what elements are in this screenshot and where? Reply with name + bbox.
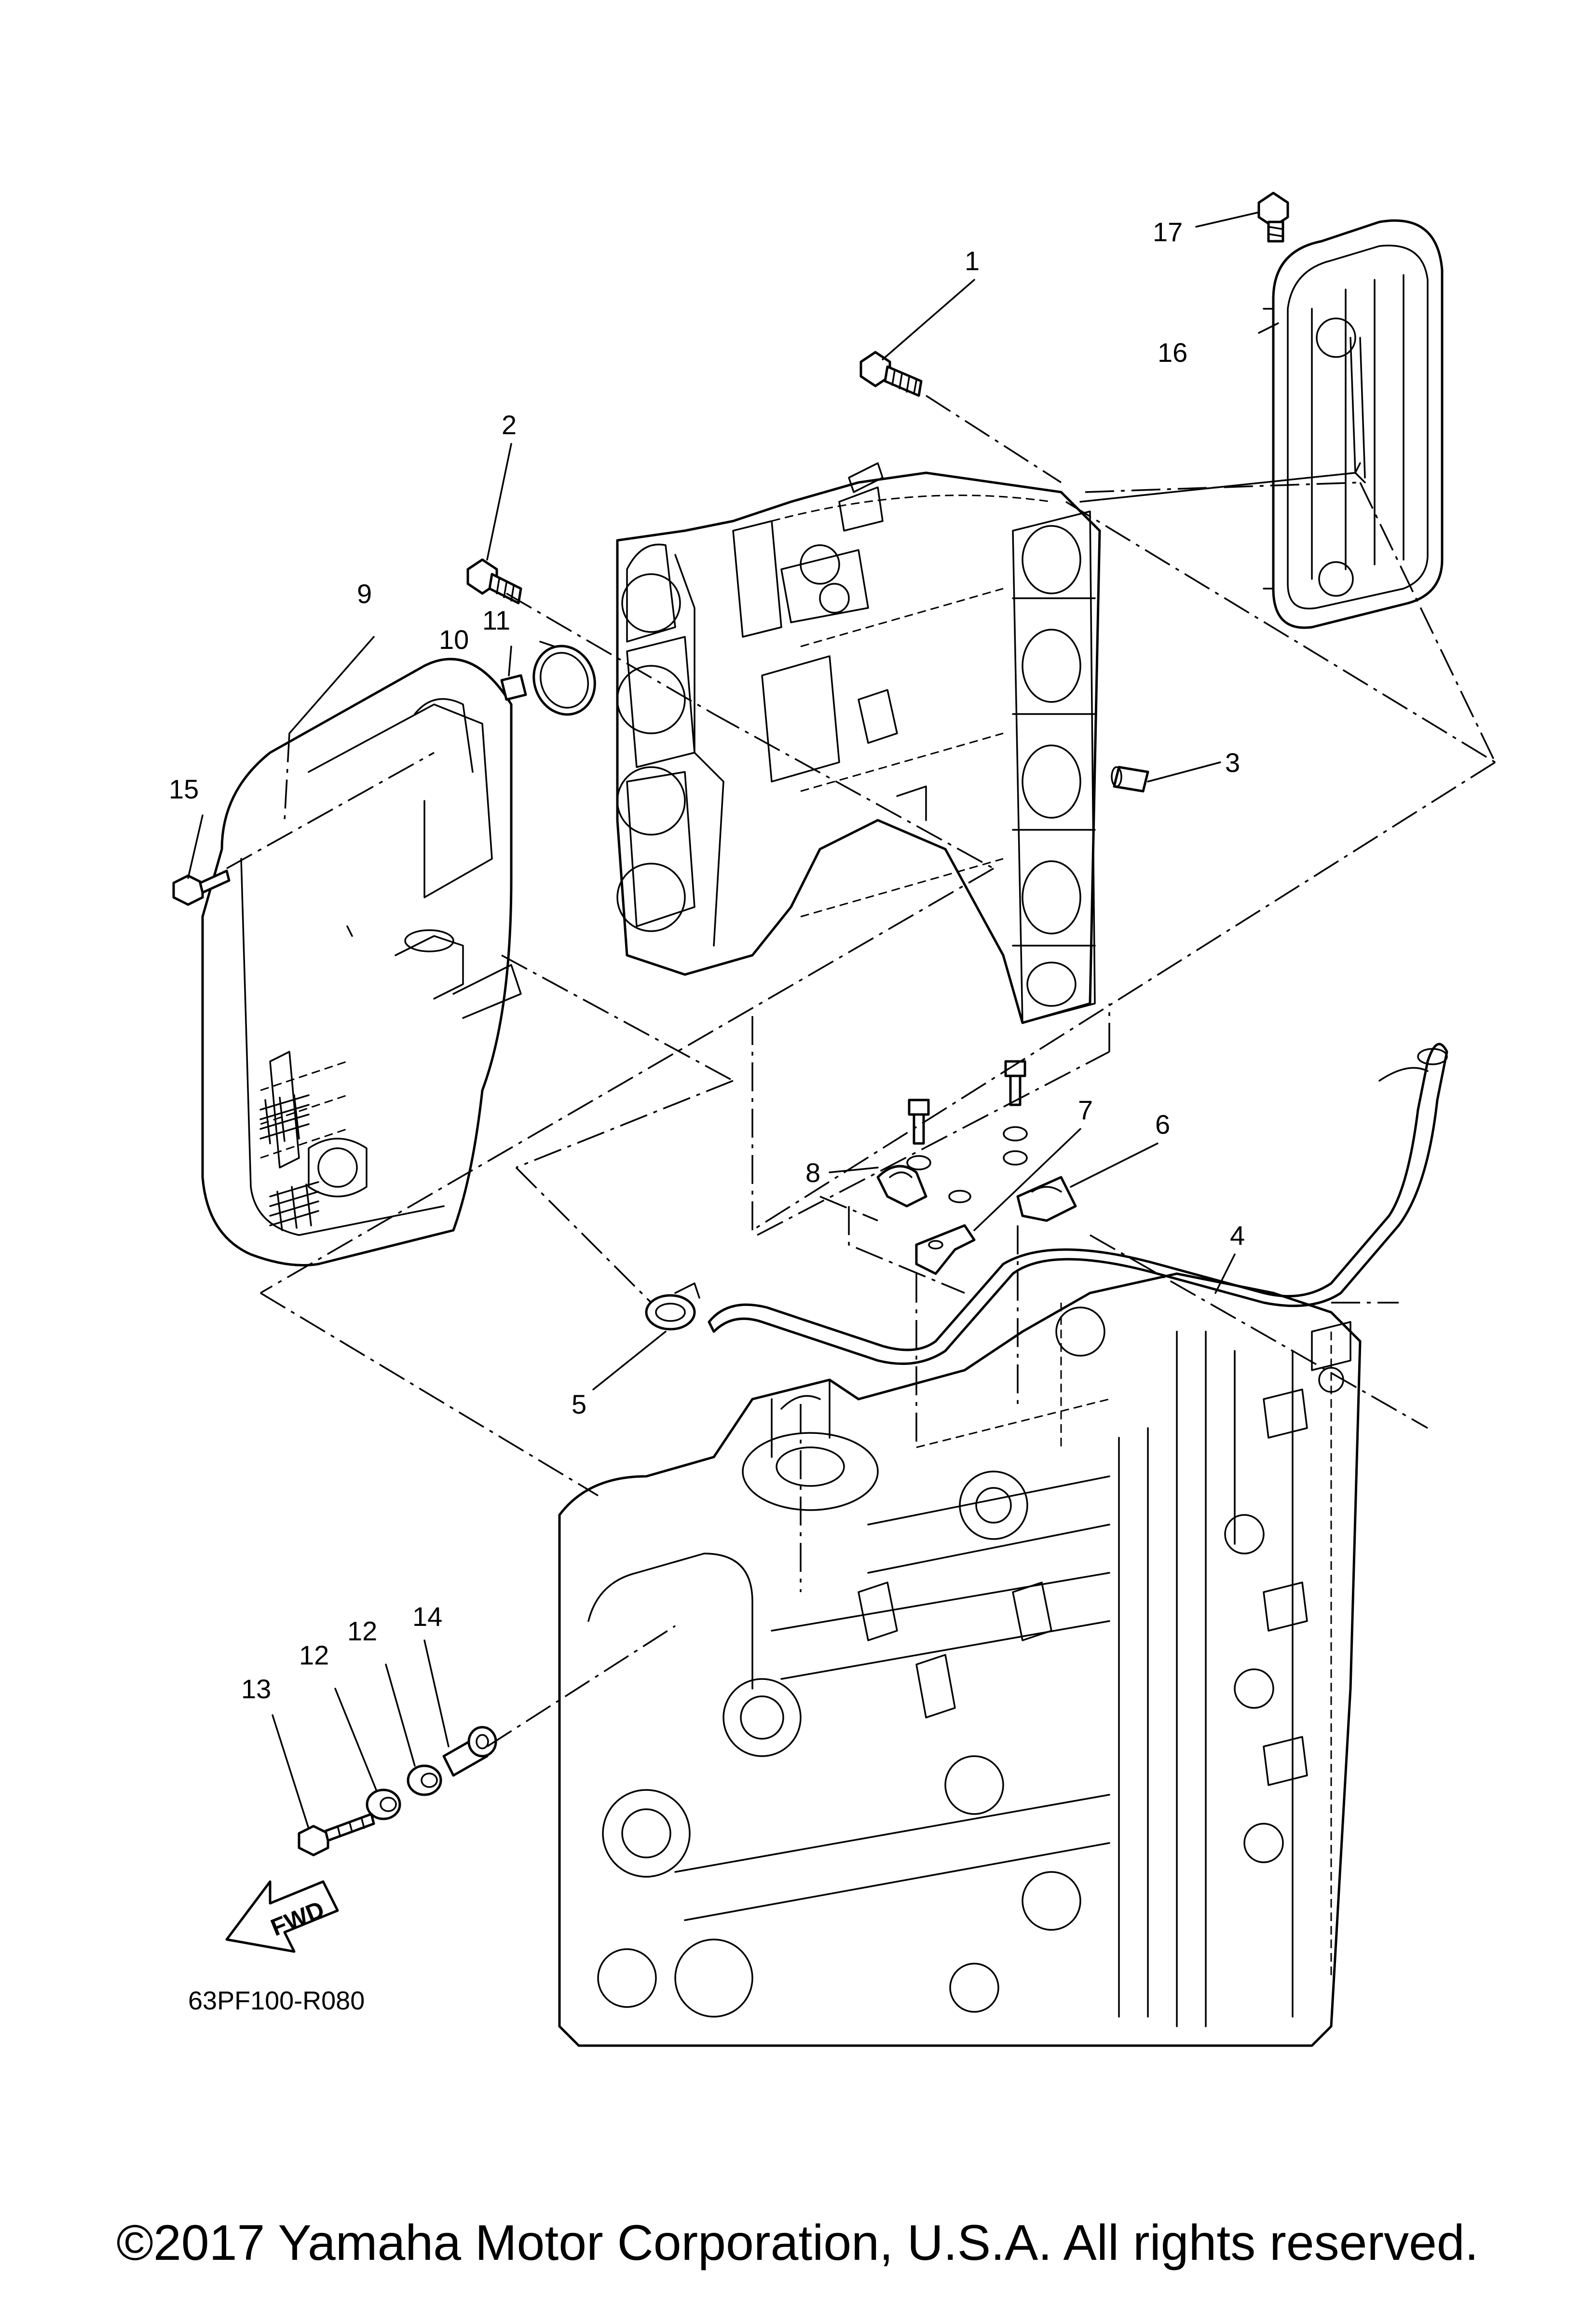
bolt-13 — [298, 1813, 375, 1856]
callout-17: 17 — [1153, 217, 1183, 247]
hose-clamp-5 — [645, 1282, 700, 1331]
callout-12a: 12 — [299, 1640, 329, 1670]
bracket-7 — [915, 1224, 976, 1275]
hose — [708, 1043, 1448, 1365]
callout-6: 6 — [1155, 1109, 1170, 1140]
callout-7: 7 — [1078, 1095, 1093, 1125]
diagram-code: 63PF100-R080 — [188, 1986, 365, 2015]
callout-11: 11 — [482, 605, 510, 635]
bolt-2 — [466, 558, 522, 605]
bolt-1 — [859, 351, 923, 397]
callout-13: 13 — [241, 1674, 271, 1704]
callout-1: 1 — [965, 246, 980, 276]
callout-3: 3 — [1225, 747, 1240, 778]
dowel-pin-3 — [1111, 766, 1149, 793]
bolt-15 — [172, 869, 231, 906]
callout-labels: 1 2 3 4 5 6 7 8 9 10 11 12 12 13 14 15 1… — [169, 217, 1245, 1704]
cylinder-block — [558, 1272, 1362, 2047]
callout-5: 5 — [572, 1389, 586, 1419]
forward-arrow-icon: FWD — [225, 1880, 339, 1953]
callout-2: 2 — [502, 410, 517, 440]
callout-9: 9 — [357, 578, 372, 609]
intake-silencer — [201, 658, 522, 1266]
intake-manifold — [616, 462, 1101, 1024]
bolt-17 — [1257, 192, 1289, 243]
callout-4: 4 — [1230, 1220, 1245, 1251]
collar-12b — [407, 1764, 442, 1796]
intake-cover — [1263, 219, 1444, 629]
callout-15: 15 — [169, 774, 199, 804]
collar-14 — [442, 1726, 497, 1777]
callout-10: 10 — [439, 624, 469, 655]
callout-8: 8 — [805, 1157, 820, 1188]
silencer-grille — [259, 1094, 319, 1231]
callout-14: 14 — [412, 1601, 442, 1632]
bracket-bolts — [906, 1060, 1028, 1203]
grommet-10 — [500, 674, 527, 701]
holder-6 — [1016, 1176, 1077, 1222]
callout-12b: 12 — [347, 1616, 377, 1646]
o-ring-11 — [532, 645, 596, 716]
copyright-notice: ©2017 Yamaha Motor Corporation, U.S.A. A… — [116, 2215, 1479, 2271]
clamp-8 — [876, 1165, 927, 1208]
leader-lines — [187, 211, 1496, 1829]
collar-12a — [366, 1788, 401, 1820]
callout-16: 16 — [1158, 337, 1187, 368]
